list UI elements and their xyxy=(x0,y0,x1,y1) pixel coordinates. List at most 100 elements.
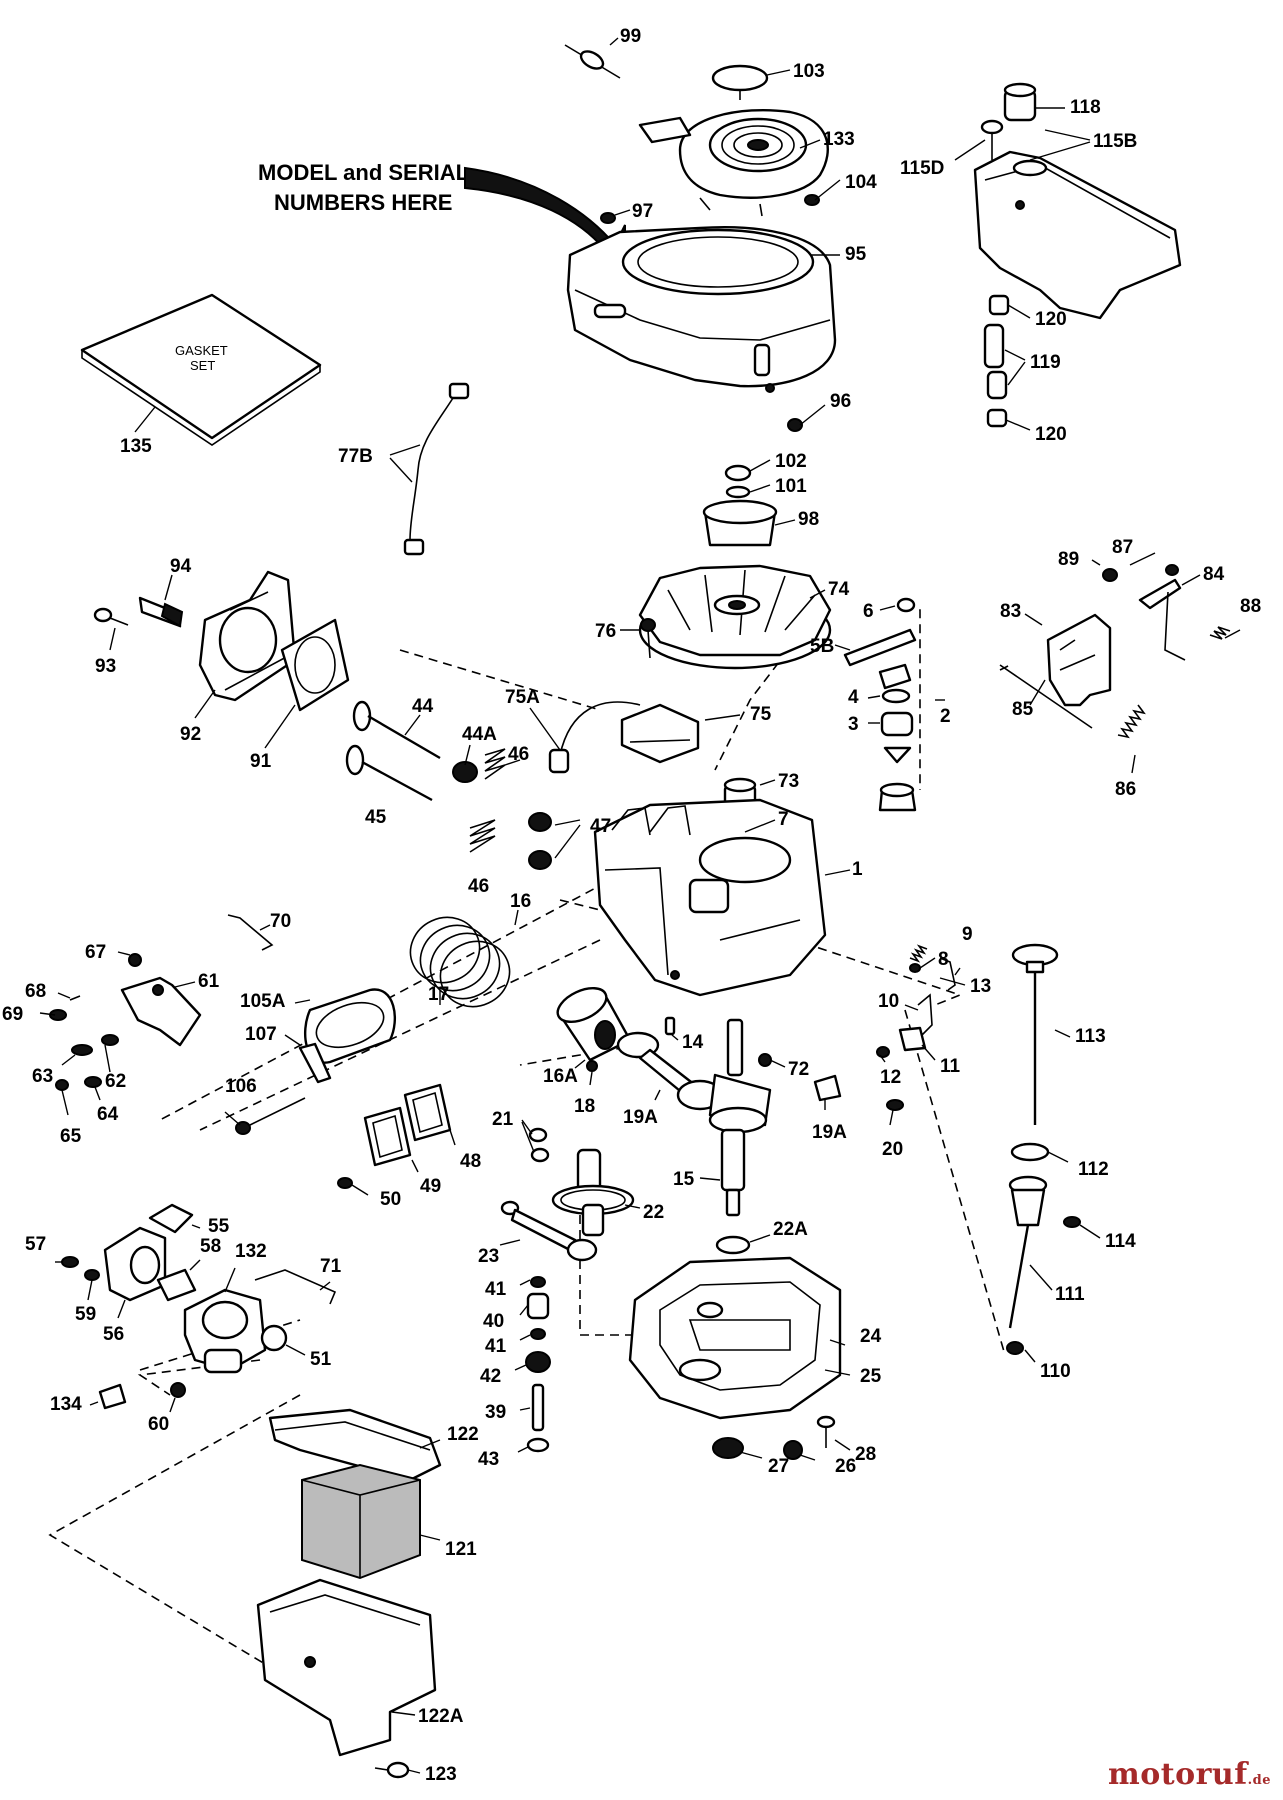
part-68-clip xyxy=(69,995,81,1001)
part-9-link xyxy=(939,957,956,991)
label-58: 58 xyxy=(200,1236,221,1257)
part-95-blower-housing xyxy=(566,226,837,393)
part-28-bolt xyxy=(816,1415,836,1448)
part-56-body xyxy=(103,1226,167,1302)
label-120-upper: 120 xyxy=(1035,309,1067,330)
label-17: 17 xyxy=(428,984,449,1005)
part-58-gasket xyxy=(156,1268,197,1302)
part-105a-breather xyxy=(303,988,397,1064)
label-122a: 122A xyxy=(418,1706,464,1727)
part-6-screw xyxy=(896,597,916,613)
label-84: 84 xyxy=(1203,564,1225,585)
label-49: 49 xyxy=(420,1176,441,1197)
part-46-lower-spring xyxy=(469,819,496,853)
label-18: 18 xyxy=(574,1096,595,1117)
part-39-shaft xyxy=(531,1383,545,1432)
part-89-nut xyxy=(1102,568,1118,582)
gasket-set-label-2: SET xyxy=(190,358,215,373)
part-57-screw xyxy=(61,1256,79,1268)
part-64-screw xyxy=(84,1076,102,1088)
label-134: 134 xyxy=(50,1394,82,1415)
part-26-plug xyxy=(783,1440,803,1460)
part-120-upper-bushing xyxy=(988,294,1010,316)
part-41-washer-lower xyxy=(530,1328,546,1340)
label-57: 57 xyxy=(25,1234,46,1255)
part-119-sleeves xyxy=(983,323,1008,400)
part-115b-panel xyxy=(973,150,1182,320)
label-43: 43 xyxy=(478,1449,499,1470)
label-120-lower: 120 xyxy=(1035,424,1067,445)
part-122a-air-cleaner-base xyxy=(256,1578,437,1757)
label-39: 39 xyxy=(485,1402,506,1423)
part-62-screws xyxy=(71,1034,119,1056)
label-10: 10 xyxy=(878,991,899,1012)
part-88-spring xyxy=(1209,626,1231,640)
label-73: 73 xyxy=(778,771,799,792)
part-104-screw xyxy=(804,194,820,206)
label-25: 25 xyxy=(860,1366,882,1387)
label-50: 50 xyxy=(380,1189,401,1210)
model-serial-note: MODEL and SERIAL NUMBERS HERE xyxy=(258,160,626,267)
part-11-bracket xyxy=(898,1026,927,1052)
gasket-set-label-1: GASKET xyxy=(175,343,228,358)
label-95: 95 xyxy=(845,244,867,265)
part-49-gasket xyxy=(363,1106,412,1167)
part-83-control-bracket xyxy=(1046,613,1112,707)
part-22-cam-gear xyxy=(551,1148,635,1237)
label-110: 110 xyxy=(1040,1361,1071,1382)
part-59-screw xyxy=(84,1269,100,1281)
label-1: 1 xyxy=(852,859,863,880)
label-119: 119 xyxy=(1030,352,1061,373)
part-75a-lead xyxy=(548,701,641,774)
label-55: 55 xyxy=(208,1216,230,1237)
part-51-ring xyxy=(260,1324,288,1352)
label-99: 99 xyxy=(620,26,641,47)
part-22a-washer xyxy=(715,1235,751,1255)
part-23-lever xyxy=(500,1200,598,1262)
label-48: 48 xyxy=(460,1151,481,1172)
part-134-gasket xyxy=(98,1383,127,1410)
label-47: 47 xyxy=(590,816,611,837)
label-86: 86 xyxy=(1115,779,1136,800)
part-91-head-gasket xyxy=(280,618,350,712)
part-92-cylinder-head xyxy=(198,570,297,702)
callout-labels: 99 103 133 104 97 95 96 118 115B 115D 12… xyxy=(2,26,1261,1785)
note-line-2: NUMBERS HERE xyxy=(274,190,452,215)
label-106: 106 xyxy=(225,1076,257,1097)
part-67-screw xyxy=(128,953,142,967)
label-70: 70 xyxy=(270,911,291,932)
leader-lines xyxy=(39,37,1241,1774)
label-21: 21 xyxy=(492,1109,514,1130)
part-115d-screw xyxy=(980,119,1004,160)
part-103-cap xyxy=(711,64,769,100)
label-68: 68 xyxy=(25,981,46,1002)
label-104: 104 xyxy=(845,172,877,193)
label-4: 4 xyxy=(848,687,859,708)
label-71: 71 xyxy=(320,1256,342,1277)
part-48-gasket xyxy=(403,1083,452,1142)
label-26: 26 xyxy=(835,1456,856,1477)
part-45-valve xyxy=(345,744,433,802)
label-85: 85 xyxy=(1012,699,1034,720)
label-97: 97 xyxy=(632,201,653,222)
part-101-washer xyxy=(725,485,751,499)
part-46-upper-spring xyxy=(484,748,506,780)
label-93: 93 xyxy=(95,656,116,677)
part-12-screw xyxy=(876,1046,890,1058)
part-106-bolt xyxy=(235,1097,306,1135)
label-44: 44 xyxy=(412,696,434,717)
label-22: 22 xyxy=(643,1202,664,1223)
label-94: 94 xyxy=(170,556,192,577)
part-41-washer-upper xyxy=(530,1276,546,1288)
label-13: 13 xyxy=(970,976,991,997)
part-114-screw xyxy=(1063,1216,1081,1228)
part-94-spark-plug xyxy=(138,596,184,628)
part-50-screw xyxy=(337,1177,353,1189)
label-46-lower: 46 xyxy=(468,876,489,897)
part-118-knob xyxy=(1003,82,1037,122)
part-85-link xyxy=(999,664,1093,729)
part-55-insulator xyxy=(148,1203,194,1234)
label-98: 98 xyxy=(798,509,819,530)
part-120-lower-bushing xyxy=(986,408,1008,428)
